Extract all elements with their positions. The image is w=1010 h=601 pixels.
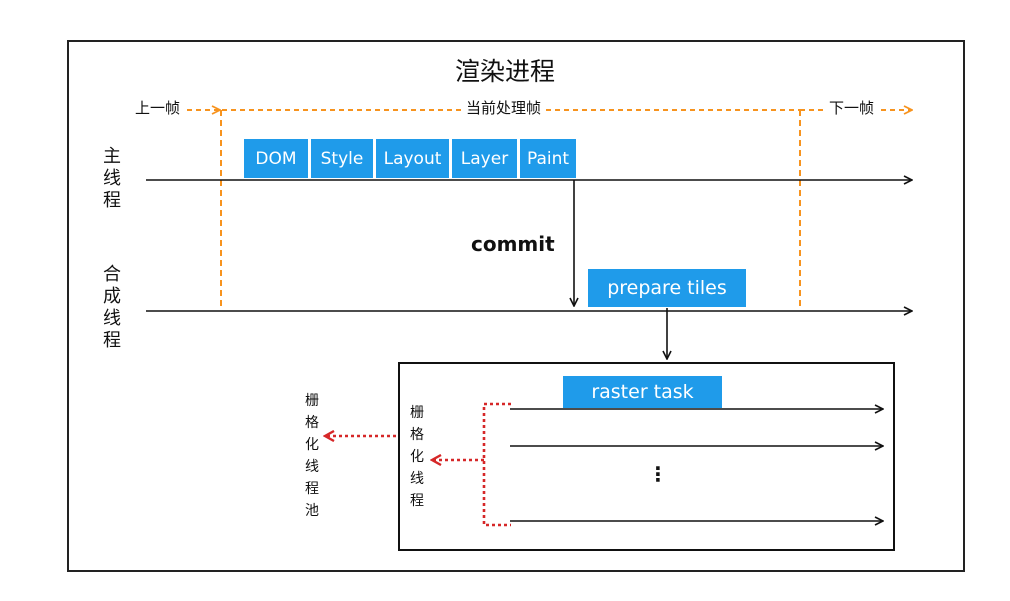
stage-dom: DOM [244,139,308,178]
diagram-title: 渲染进程 [454,57,555,86]
render-process-frame [67,40,965,572]
stage-style: Style [311,139,373,178]
stage-layout: Layout [376,139,449,178]
prev-frame-label: 上一帧 [132,97,184,118]
main-thread-label: 主线程 [103,146,121,211]
stage-layer: Layer [452,139,517,178]
prepare-tiles-box: prepare tiles [588,269,746,307]
stage-paint: Paint [520,139,576,178]
raster-thread-bracket [482,402,511,527]
next-frame-label: 下一帧 [826,97,878,118]
raster-task-box: raster task [563,376,722,408]
raster-thread-label: 栅格化线程 [410,405,424,509]
current-frame-label: 当前处理帧 [463,97,545,118]
commit-label: commit [471,232,555,256]
more-lanes-ellipsis: ⋮ [648,462,668,486]
compositor-thread-label: 合成线程 [103,264,121,351]
raster-thread-pool-label: 栅格化线程池 [305,393,319,519]
raster-box [398,362,895,551]
